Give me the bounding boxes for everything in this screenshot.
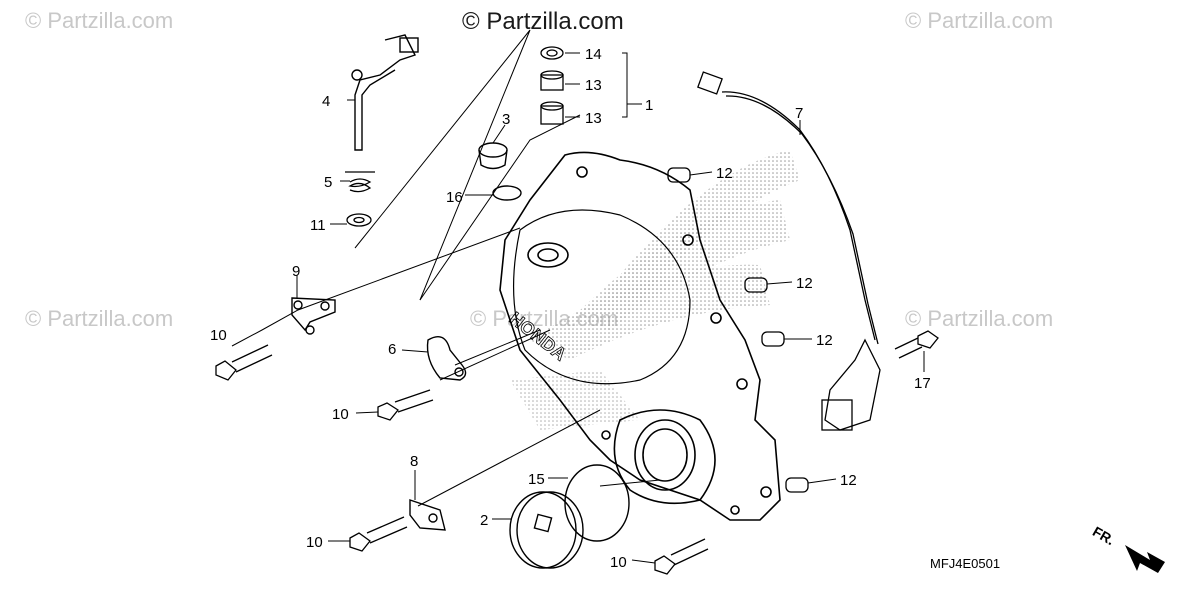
- part-15-o-ring: [564, 464, 630, 542]
- label-10b: 10: [332, 406, 349, 423]
- label-15: 15: [528, 471, 545, 488]
- label-16: 16: [446, 189, 463, 206]
- label-10c: 10: [306, 534, 323, 551]
- bolts: [215, 330, 939, 575]
- label-7: 7: [795, 105, 803, 122]
- wing-logo-shading: [510, 150, 800, 430]
- diagram-code: MFJ4E0501: [930, 556, 1001, 571]
- part-labels: 14 13 13 1 4 5 11 3 16 9 10 6 10 8 10 2 …: [210, 46, 931, 571]
- watermark-mid-right: © Partzilla.com: [905, 306, 1054, 331]
- label-12b: 12: [796, 275, 813, 292]
- label-14: 14: [585, 46, 602, 63]
- part-12-dowel-pins: [667, 167, 809, 493]
- label-12a: 12: [716, 165, 733, 182]
- label-12d: 12: [840, 472, 857, 489]
- label-1: 1: [645, 97, 653, 114]
- part-14-13-bearings: [540, 46, 564, 125]
- label-10d: 10: [610, 554, 627, 571]
- part-6-clamp: [426, 336, 467, 381]
- part-9-bracket: [291, 297, 336, 335]
- label-6: 6: [388, 341, 396, 358]
- part-3-oil-cap: [478, 142, 508, 170]
- label-12c: 12: [816, 332, 833, 349]
- label-4: 4: [322, 93, 330, 110]
- brand-credit: © Partzilla.com: [462, 8, 624, 35]
- label-9: 9: [292, 263, 300, 280]
- part-8-plate: [409, 499, 446, 531]
- label-13b: 13: [585, 110, 602, 127]
- label-17: 17: [914, 375, 931, 392]
- label-10a: 10: [210, 327, 227, 344]
- label-11: 11: [310, 217, 326, 234]
- label-13a: 13: [585, 77, 602, 94]
- part-7-wire-harness: [697, 71, 881, 431]
- part-2-plug: [509, 491, 584, 569]
- watermark-top-right: © Partzilla.com: [905, 8, 1054, 33]
- front-arrow-icon: [1125, 545, 1165, 573]
- label-2: 2: [480, 512, 488, 529]
- label-3: 3: [502, 111, 510, 128]
- part-4-shift-rod: [351, 34, 419, 151]
- watermark-top-left: © Partzilla.com: [25, 8, 174, 33]
- leader-lines: [231, 29, 925, 564]
- part-11-washer: [346, 213, 372, 227]
- label-8: 8: [410, 453, 418, 470]
- label-5: 5: [324, 174, 332, 191]
- watermark-mid-left: © Partzilla.com: [25, 306, 174, 331]
- part-5-spring: [345, 171, 375, 193]
